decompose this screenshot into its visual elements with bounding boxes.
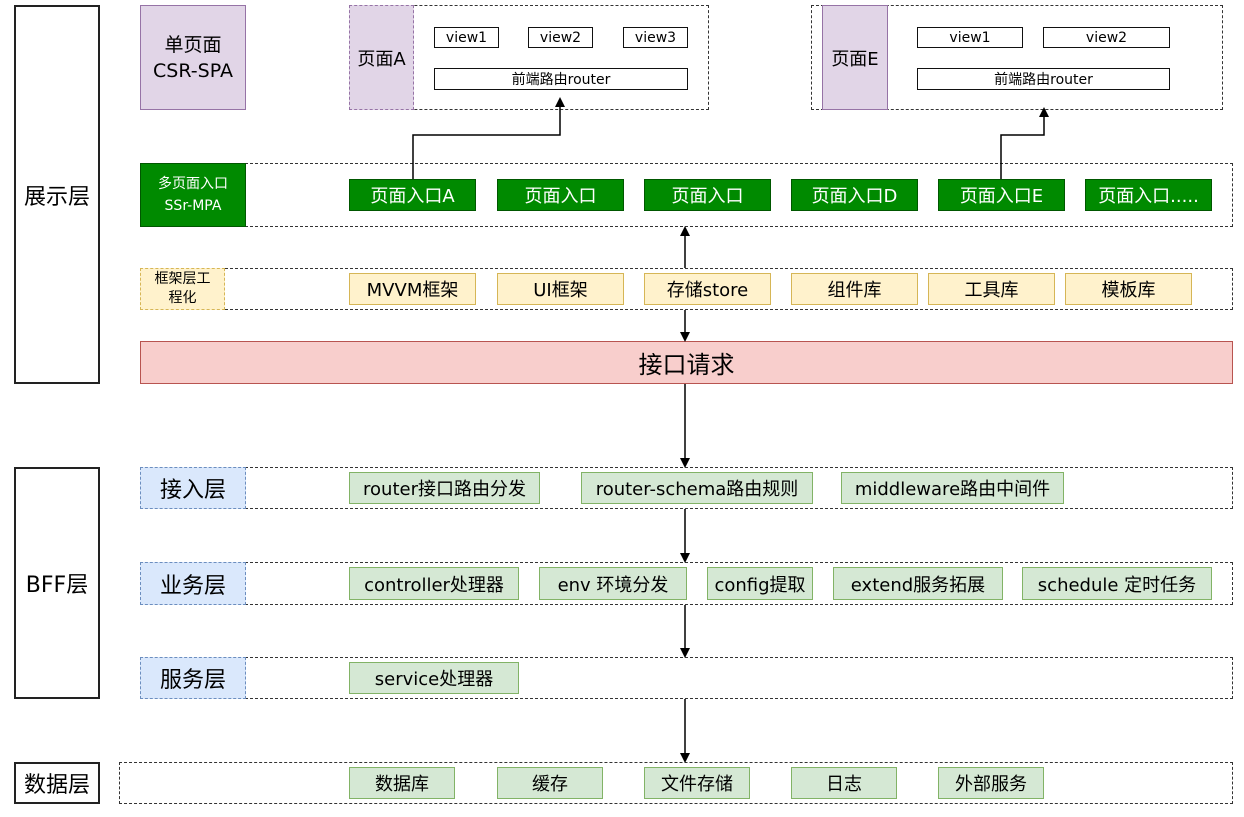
data-item-log: 日志	[791, 767, 897, 799]
framework-item-mvvm-text: MVVM框架	[366, 280, 459, 301]
mpa-entry-b-text: 页面入口	[524, 186, 597, 207]
page-a-router: 前端路由router	[434, 68, 688, 90]
access-item-middleware-text: middleware路由中间件	[854, 479, 1051, 500]
page-e-view-2-text: view2	[1085, 29, 1128, 46]
page-a-view-2: view2	[528, 27, 593, 48]
data-item-database: 数据库	[349, 767, 455, 799]
mpa-entry-a: 页面入口A	[349, 179, 476, 211]
mpa-entry-e: 页面入口E	[938, 179, 1065, 211]
page-a-view-3: view3	[623, 27, 688, 48]
data-item-file-storage: 文件存储	[644, 767, 750, 799]
mpa-entry-b: 页面入口	[497, 179, 624, 211]
data-layer-text: 数据层	[23, 773, 90, 798]
business-item-env-text: env 环境分发	[557, 574, 669, 596]
data-item-cache: 缓存	[497, 767, 603, 799]
bff-layer-text: BFF层	[25, 573, 89, 598]
framework-title-line1: 框架层工	[154, 271, 211, 287]
page-e-view-1-text: view1	[949, 29, 991, 46]
spa-title-line1: 单页面	[164, 33, 222, 56]
page-a-view-3-text: view3	[634, 29, 677, 46]
page-e-view-1: view1	[917, 27, 1023, 48]
access-item-router: router接口路由分发	[349, 472, 540, 504]
business-item-extend: extend服务拓展	[833, 567, 1003, 600]
service-title-text: 服务层	[159, 668, 226, 693]
spa-title-box: 单页面 CSR-SPA	[140, 5, 246, 110]
framework-item-store: 存储store	[644, 273, 771, 305]
business-item-env: env 环境分发	[539, 567, 687, 600]
page-a-view-1: view1	[434, 27, 499, 48]
page-e-router: 前端路由router	[917, 68, 1170, 90]
api-request-bar: 接口请求	[140, 341, 1233, 384]
page-e-router-text: 前端路由router	[994, 72, 1093, 88]
data-item-database-text: 数据库	[375, 774, 429, 795]
framework-item-store-text: 存储store	[666, 280, 749, 301]
data-item-external-text: 外部服务	[955, 774, 1027, 795]
framework-item-mvvm: MVVM框架	[349, 273, 476, 305]
mpa-entry-d: 页面入口D	[791, 179, 918, 211]
business-item-extend-text: extend服务拓展	[850, 574, 986, 596]
page-a-router-text: 前端路由router	[511, 72, 611, 88]
access-title-text: 接入层	[159, 478, 226, 503]
framework-item-ui-text: UI框架	[533, 280, 588, 301]
mpa-entry-a-text: 页面入口A	[370, 186, 455, 207]
mpa-entry-c-text: 页面入口	[671, 186, 744, 207]
framework-title-box: 框架层工 程化	[140, 268, 225, 310]
data-item-external: 外部服务	[938, 767, 1044, 799]
business-title-text: 业务层	[159, 573, 226, 599]
business-item-schedule: schedule 定时任务	[1022, 567, 1212, 600]
mpa-entry-more: 页面入口.....	[1085, 179, 1212, 211]
page-a-label-text: 页面A	[357, 48, 406, 70]
api-request-text: 接口请求	[638, 351, 735, 379]
framework-item-templates-text: 模板库	[1101, 280, 1156, 301]
service-title-box: 服务层	[140, 657, 246, 699]
page-e-label-text: 页面E	[831, 48, 879, 70]
data-item-cache-text: 缓存	[532, 774, 568, 795]
page-a-view-1-text: view1	[445, 29, 488, 46]
data-layer-label: 数据层	[14, 762, 100, 804]
business-item-config-text: config提取	[714, 574, 806, 596]
data-row	[119, 762, 1233, 804]
mpa-entry-d-text: 页面入口D	[811, 186, 898, 207]
access-item-schema-text: router-schema路由规则	[595, 479, 799, 500]
data-item-log-text: 日志	[826, 774, 862, 795]
access-item-schema: router-schema路由规则	[581, 472, 813, 504]
access-title-box: 接入层	[140, 467, 246, 509]
data-item-file-storage-text: 文件存储	[661, 774, 733, 795]
bff-layer-label: BFF层	[14, 467, 100, 699]
display-layer-label: 展示层	[14, 5, 100, 384]
framework-item-utils-text: 工具库	[964, 280, 1019, 301]
mpa-entry-c: 页面入口	[644, 179, 771, 211]
framework-item-ui: UI框架	[497, 273, 624, 305]
access-item-router-text: router接口路由分发	[363, 479, 526, 500]
page-a-label: 页面A	[349, 5, 414, 110]
mpa-entry-e-text: 页面入口E	[959, 186, 1044, 207]
framework-title-line2: 程化	[168, 290, 197, 306]
framework-item-templates: 模板库	[1065, 273, 1192, 305]
mpa-title-box: 多页面入口 SSr-MPA	[140, 163, 246, 227]
page-a-view-2-text: view2	[539, 29, 582, 46]
framework-item-utils: 工具库	[928, 273, 1055, 305]
framework-item-components-text: 组件库	[827, 280, 882, 301]
business-item-controller-text: controller处理器	[364, 574, 504, 596]
business-item-schedule-text: schedule 定时任务	[1037, 574, 1197, 596]
service-item-processor: service处理器	[349, 662, 519, 694]
access-item-middleware: middleware路由中间件	[841, 472, 1064, 504]
business-item-config: config提取	[707, 567, 813, 600]
page-e-group	[811, 5, 1223, 110]
framework-item-components: 组件库	[791, 273, 918, 305]
spa-title-line2: CSR-SPA	[153, 59, 233, 82]
page-e-label: 页面E	[822, 5, 888, 110]
service-row	[140, 657, 1233, 699]
business-item-controller: controller处理器	[349, 567, 519, 600]
display-layer-text: 展示层	[23, 184, 90, 210]
service-item-processor-text: service处理器	[374, 669, 494, 690]
business-title-box: 业务层	[140, 562, 246, 605]
mpa-title-line2: SSr-MPA	[164, 198, 222, 214]
page-e-view-2: view2	[1043, 27, 1170, 48]
mpa-title-line1: 多页面入口	[158, 176, 228, 192]
mpa-entry-more-text: 页面入口.....	[1098, 186, 1199, 207]
